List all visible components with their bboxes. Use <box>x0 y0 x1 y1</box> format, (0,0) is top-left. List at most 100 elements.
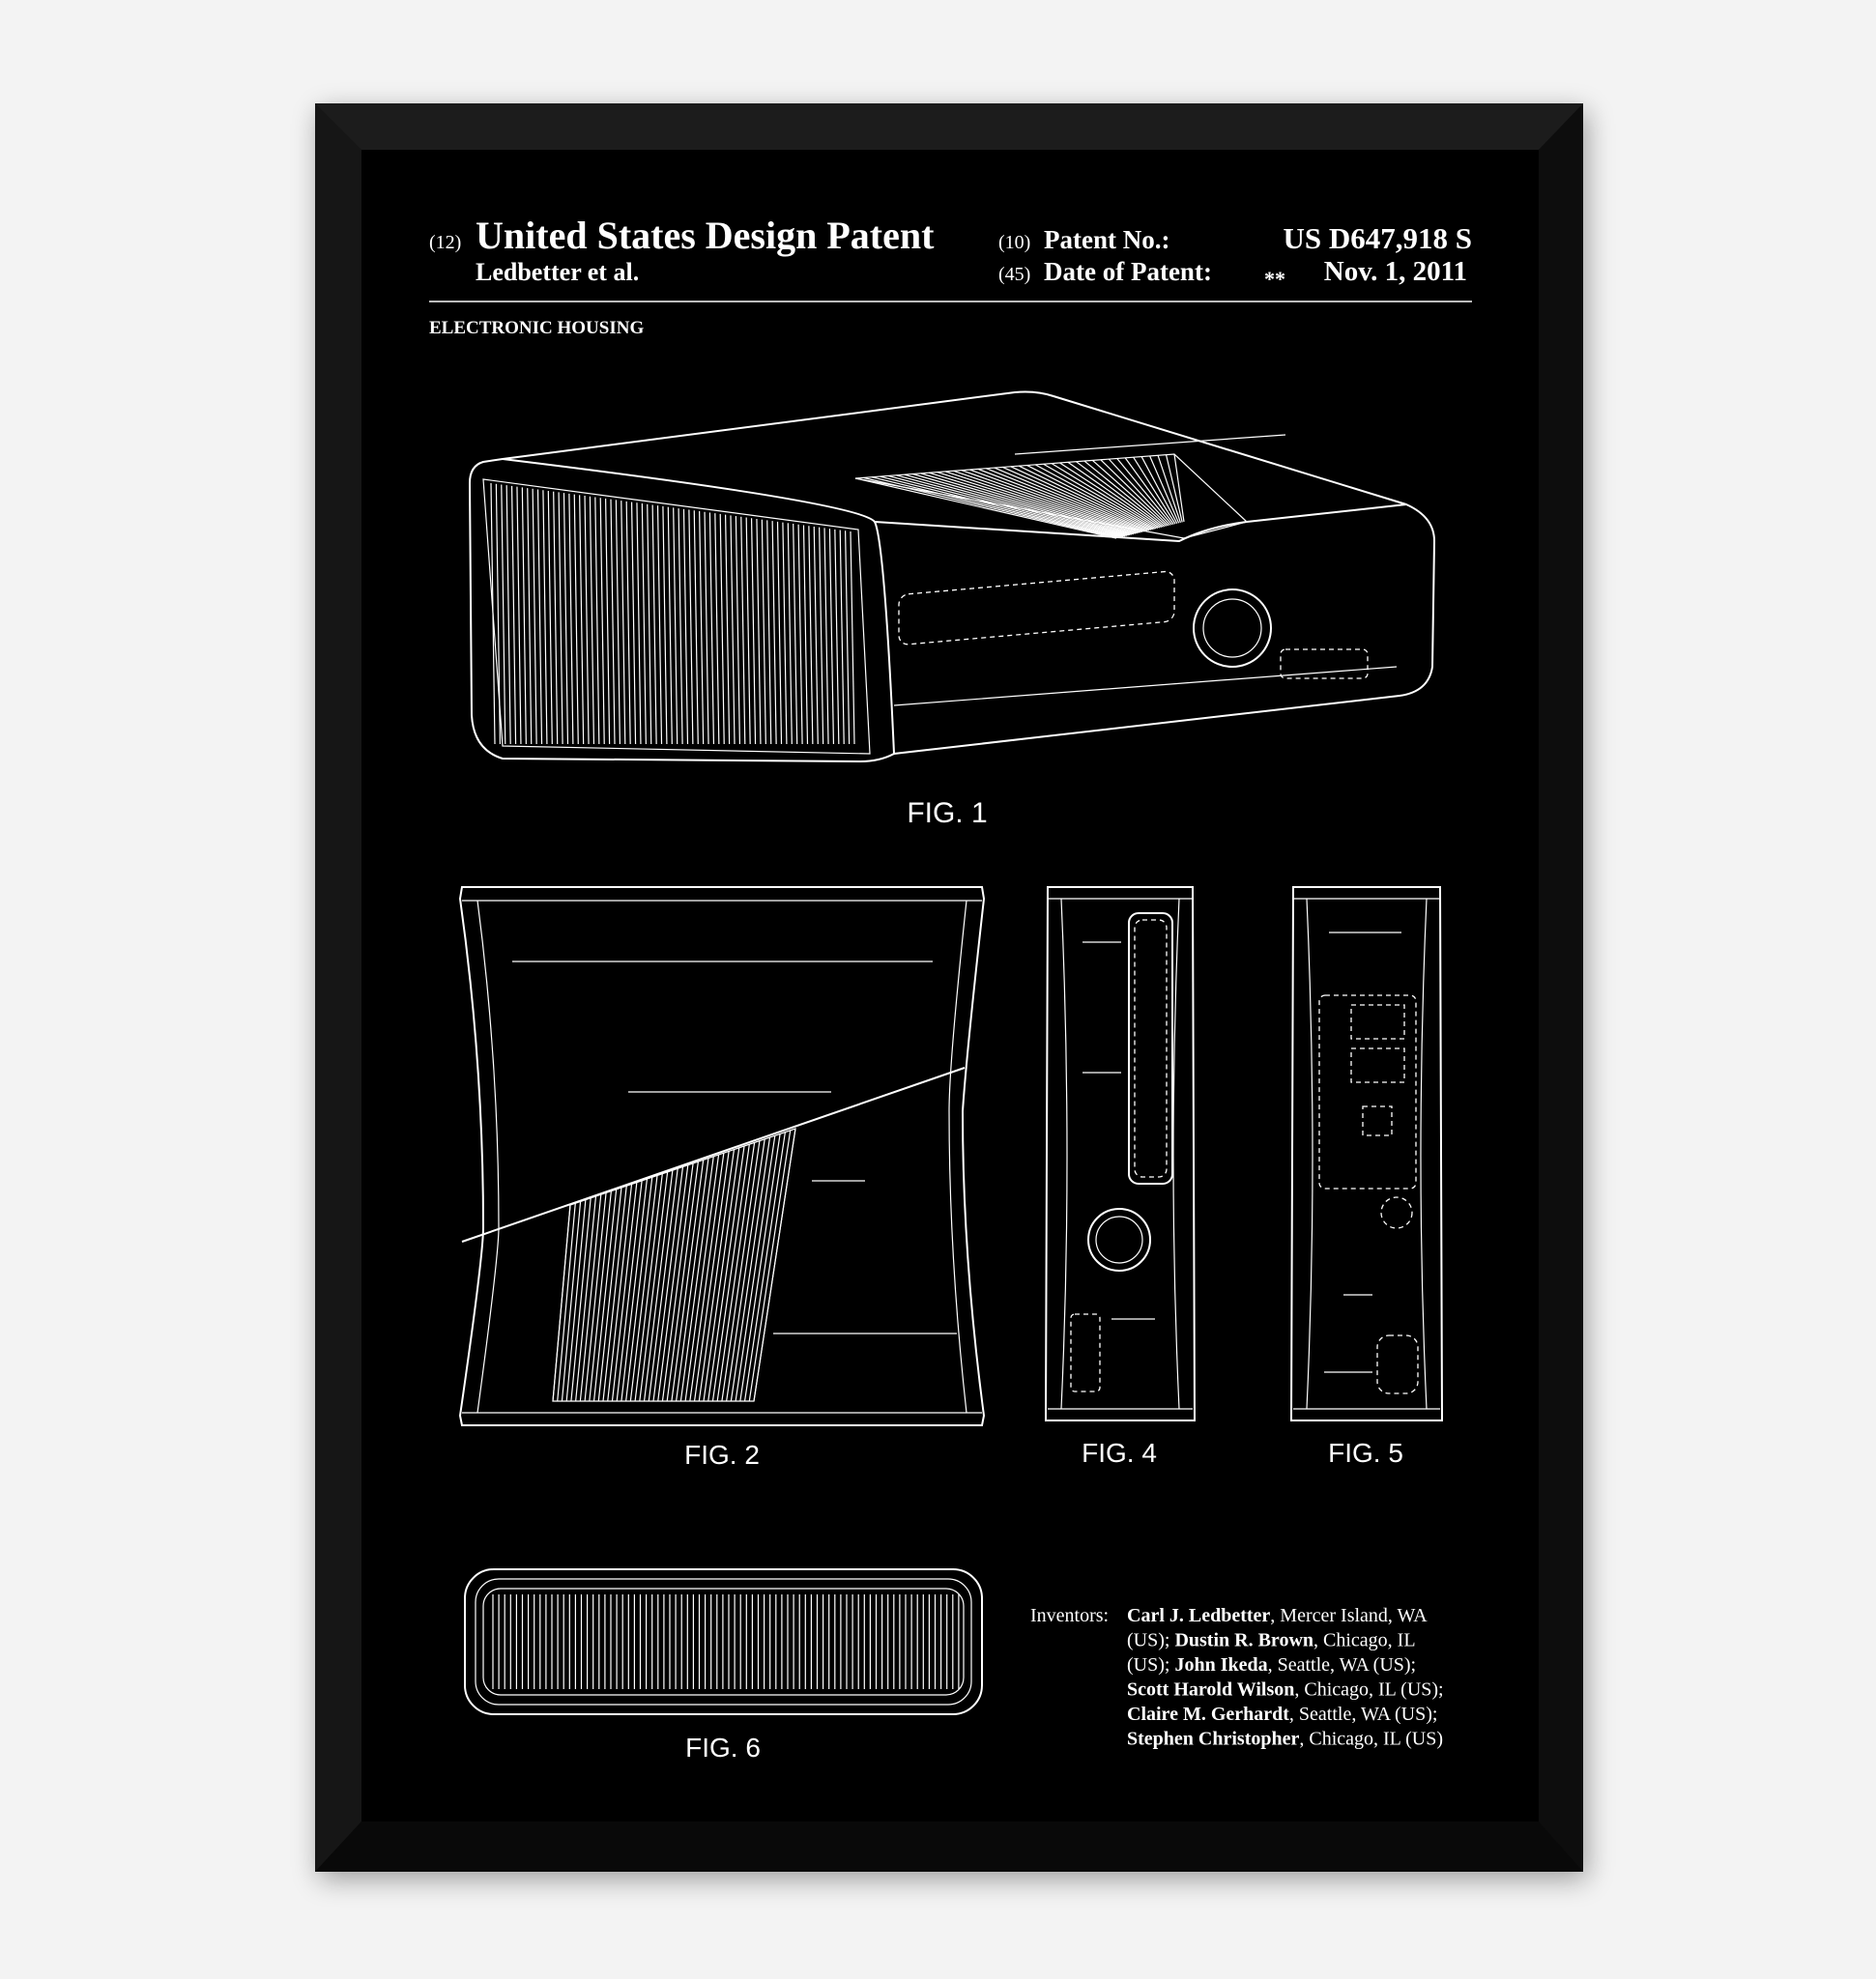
grille-line <box>688 509 694 745</box>
grille-line <box>594 497 600 745</box>
vent-line <box>707 1145 745 1402</box>
grille-line <box>641 503 647 745</box>
vent-line <box>1173 453 1185 523</box>
vent-line <box>854 477 1117 539</box>
vent-line <box>676 1158 709 1402</box>
grille-line <box>527 488 533 745</box>
inventor-name: Dustin R. Brown <box>1174 1630 1313 1651</box>
vent-line <box>565 1199 587 1402</box>
vent-line <box>639 1171 669 1402</box>
vent-line <box>575 1195 597 1402</box>
date-code: (45) <box>998 264 1030 285</box>
grille-line <box>610 499 616 745</box>
vent-line <box>579 1194 602 1402</box>
grille-line <box>605 498 611 745</box>
vent-line <box>953 470 1138 534</box>
vent-line <box>693 1151 730 1402</box>
patent-no-value: US D647,918 S <box>1283 221 1472 255</box>
grille-line <box>699 510 705 745</box>
vent-line <box>607 1184 633 1402</box>
grille-line <box>599 498 605 745</box>
grille-line <box>656 505 663 745</box>
grille-line <box>761 519 766 745</box>
vent-line <box>1018 465 1152 531</box>
inventors-label: Inventors: <box>1030 1605 1109 1626</box>
fig2-label: FIG. 2 <box>684 1440 760 1470</box>
vent-line <box>994 467 1146 532</box>
vent-line <box>589 1190 612 1402</box>
grille-line <box>714 513 720 745</box>
grille-line <box>834 529 840 745</box>
vent-line <box>1165 454 1183 523</box>
vent-line <box>552 1204 571 1402</box>
vent-line <box>735 1135 776 1402</box>
grille-line <box>579 495 585 745</box>
vent-line <box>592 1189 618 1402</box>
grille-line <box>682 508 689 745</box>
grille-line <box>568 493 574 745</box>
vent-line <box>977 468 1143 533</box>
vent-line <box>1010 466 1150 531</box>
vent-line <box>1026 465 1153 531</box>
vent-line <box>928 472 1133 535</box>
vent-line <box>671 1160 705 1402</box>
grille-line <box>756 518 762 745</box>
inventor-line: (US); John Ikeda, Seattle, WA (US); <box>1127 1654 1416 1676</box>
vent-line <box>616 1180 643 1402</box>
vent-line <box>1076 461 1164 528</box>
grille-line <box>558 492 563 745</box>
grille-line <box>615 500 621 745</box>
inventor-location: (US); <box>1127 1654 1174 1676</box>
inventor-location: , Chicago, IL <box>1313 1630 1416 1651</box>
fig5-label: FIG. 5 <box>1328 1438 1403 1468</box>
grille-line <box>630 502 637 745</box>
fig2-top-drawing <box>458 886 986 1426</box>
inventor-location: , Chicago, IL (US) <box>1299 1729 1443 1750</box>
vent-line <box>602 1186 627 1402</box>
grille-line <box>516 486 522 745</box>
vent-line <box>689 1153 725 1402</box>
vent-line <box>557 1203 576 1402</box>
vent-line <box>584 1192 607 1402</box>
grille-line <box>521 487 527 745</box>
grille-line <box>771 521 777 745</box>
title-code: (12) <box>429 232 461 253</box>
vent-line <box>937 472 1135 535</box>
grille-line <box>793 524 798 745</box>
vent-line <box>1108 458 1171 526</box>
vent-line <box>1034 464 1155 530</box>
grille-line <box>584 496 590 745</box>
vent-line <box>621 1178 649 1402</box>
grille-line <box>708 512 715 745</box>
grille-line <box>735 516 740 745</box>
vent-line <box>643 1170 674 1402</box>
grille-line <box>662 505 668 745</box>
grille-line <box>839 530 845 745</box>
grille-line <box>745 517 751 745</box>
vent-line <box>634 1173 663 1402</box>
vent-line <box>597 1187 622 1402</box>
grille-line <box>532 488 537 745</box>
vent-line <box>753 1128 796 1402</box>
patent-no-code: (10) <box>998 232 1030 253</box>
vent-line <box>743 1132 787 1402</box>
grille-line <box>501 484 506 745</box>
vent-line <box>1133 456 1176 525</box>
inventor-line: Claire M. Gerhardt, Seattle, WA (US); <box>1127 1704 1437 1725</box>
vent-line <box>1059 462 1161 529</box>
vent-line <box>625 1177 653 1402</box>
vent-line <box>1091 459 1168 527</box>
inventor-name: John Ikeda <box>1174 1654 1267 1676</box>
inventor-location: , Mercer Island, WA <box>1270 1605 1428 1626</box>
vent-line <box>1043 463 1157 530</box>
vent-line <box>944 471 1136 534</box>
grille-line <box>547 490 553 745</box>
grille-line <box>725 514 731 745</box>
vent-line <box>611 1182 638 1402</box>
poster-sheet <box>361 150 1539 1821</box>
vent-line <box>880 475 1122 538</box>
vent-line <box>1083 460 1166 528</box>
vent-line <box>748 1130 792 1402</box>
grille-line <box>490 482 496 745</box>
